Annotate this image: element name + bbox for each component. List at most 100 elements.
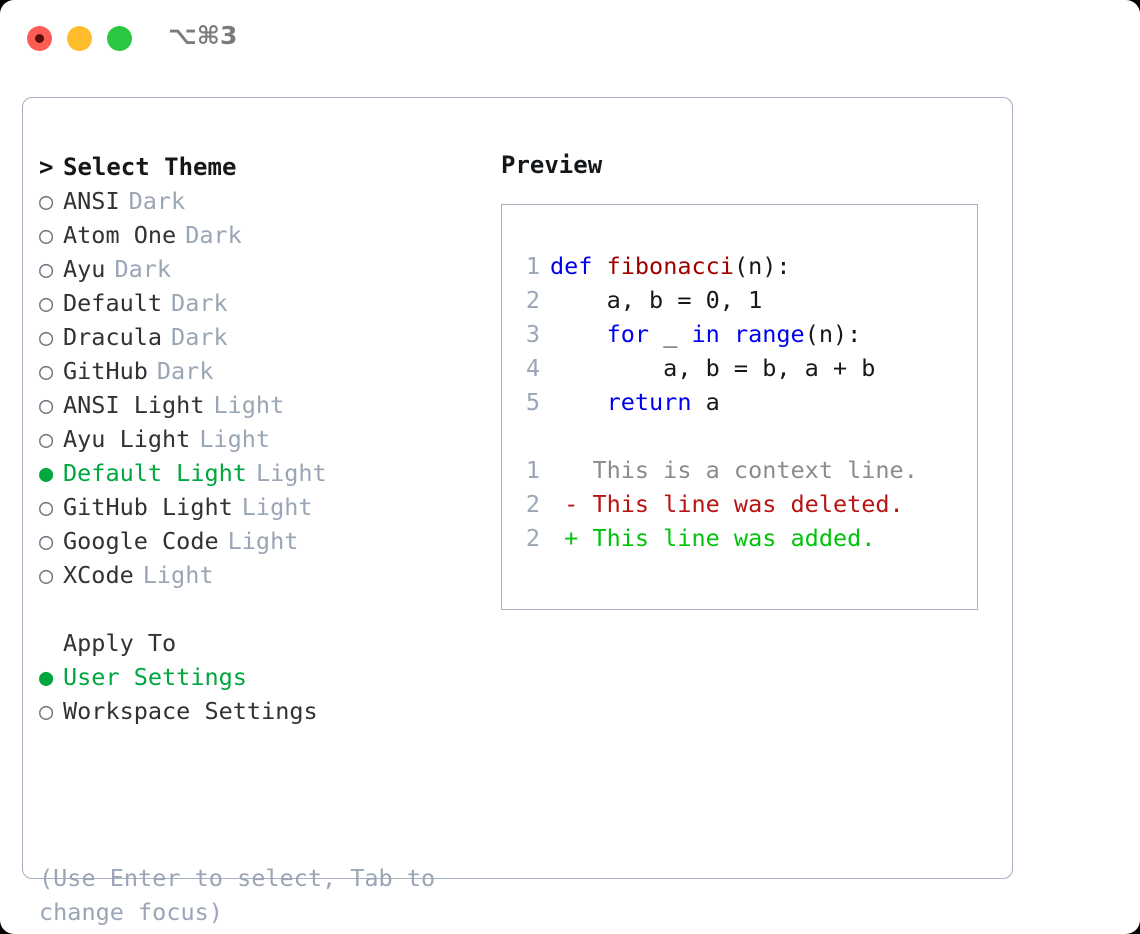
code-token: return: [606, 388, 692, 416]
radio-unselected-icon: ○: [39, 561, 54, 589]
apply-to-option-user-settings[interactable]: ● User Settings: [39, 660, 489, 694]
radio-unselected-icon: ○: [39, 289, 54, 317]
code-token: [720, 320, 734, 348]
theme-category-badge: Light: [241, 493, 313, 521]
theme-option-label: ANSI Light: [63, 391, 205, 419]
code-token: a, b = b, a + b: [550, 354, 876, 382]
minimize-button-icon[interactable]: [67, 26, 92, 51]
code-token: + This line was added.: [550, 524, 876, 552]
code-token: in: [691, 320, 720, 348]
line-number: 1: [525, 252, 540, 280]
apply-to-header-label: Apply To: [63, 629, 177, 657]
radio-unselected-icon: ○: [39, 357, 54, 385]
theme-option-label: Default Light: [63, 459, 247, 487]
preview-title: Preview: [501, 151, 603, 179]
radio-selected-icon: ●: [39, 663, 54, 691]
apply-to-option-label: User Settings: [63, 663, 247, 691]
code-token: _: [649, 320, 692, 348]
code-line: 4 a, b = b, a + b: [514, 351, 918, 385]
line-number: 5: [525, 388, 540, 416]
theme-option-label: Atom One: [63, 221, 177, 249]
theme-category-badge: Light: [227, 527, 299, 555]
radio-unselected-icon: ○: [39, 527, 54, 555]
diff-line: 1 This is a context line.: [514, 453, 918, 487]
code-token: for: [606, 320, 650, 348]
apply-to-header: ○Apply To: [39, 626, 489, 660]
select-theme-header: > Select Theme: [39, 150, 489, 184]
apply-to-option-workspace-settings[interactable]: ○ Workspace Settings: [39, 694, 489, 728]
keyboard-shortcut-label: ⌥⌘3: [168, 21, 238, 50]
code-token: (n):: [733, 252, 791, 280]
apply-to-header-spacer: ○: [39, 626, 63, 660]
theme-option-label: ANSI: [63, 187, 120, 215]
code-line: 5 return a: [514, 385, 918, 419]
theme-option-label: XCode: [63, 561, 134, 589]
theme-category-badge: Dark: [171, 289, 228, 317]
theme-option-label: GitHub: [63, 357, 148, 385]
theme-option-label: Ayu Light: [63, 425, 191, 453]
code-token: [550, 388, 607, 416]
title-bar: ⌥⌘3: [0, 0, 1140, 78]
theme-category-badge: Light: [199, 425, 271, 453]
code-token: a: [691, 388, 720, 416]
theme-category-badge: Dark: [171, 323, 228, 351]
code-token: def: [550, 252, 593, 280]
line-number: 4: [525, 354, 540, 382]
line-number: 3: [525, 320, 540, 348]
theme-option-github[interactable]: ○ GitHub Dark: [39, 354, 489, 388]
radio-unselected-icon: ○: [39, 187, 54, 215]
theme-option-ansi[interactable]: ○ ANSI Dark: [39, 184, 489, 218]
select-theme-header-label: Select Theme: [63, 153, 237, 181]
apply-to-options-list: ● User Settings ○ Workspace Settings: [39, 660, 489, 728]
theme-category-badge: Dark: [156, 357, 214, 385]
recording-indicator-icon: [35, 34, 44, 43]
code-token: (n):: [804, 320, 862, 348]
apply-to-option-label: Workspace Settings: [63, 697, 318, 725]
radio-unselected-icon: ○: [39, 255, 54, 283]
code-token: This is a context line.: [550, 456, 918, 484]
theme-option-default-light[interactable]: ● Default Light Light: [39, 456, 489, 490]
code-token: range: [733, 320, 805, 348]
radio-unselected-icon: ○: [39, 221, 54, 249]
code-line: 1 def fibonacci(n):: [514, 249, 918, 283]
theme-category-badge: Light: [255, 459, 327, 487]
diff-line: 2 - This line was deleted.: [514, 487, 918, 521]
radio-unselected-icon: ○: [39, 697, 54, 725]
theme-option-google-code[interactable]: ○ Google Code Light: [39, 524, 489, 558]
code-token: fibonacci: [606, 252, 734, 280]
theme-option-xcode[interactable]: ○ XCode Light: [39, 558, 489, 592]
line-number: 2: [525, 524, 540, 552]
keyboard-hint-text: (Use Enter to select, Tab to change focu…: [39, 864, 436, 926]
theme-option-label: Ayu: [63, 255, 106, 283]
radio-unselected-icon: ○: [39, 493, 54, 521]
code-token: - This line was deleted.: [550, 490, 904, 518]
preview-spacer: [514, 419, 918, 453]
theme-option-label: GitHub Light: [63, 493, 233, 521]
line-number: 2: [525, 286, 540, 314]
radio-unselected-icon: ○: [39, 391, 54, 419]
theme-option-dracula[interactable]: ○ Dracula Dark: [39, 320, 489, 354]
radio-selected-icon: ●: [39, 459, 54, 487]
theme-category-badge: Light: [142, 561, 214, 589]
theme-option-label: Google Code: [63, 527, 219, 555]
diff-line: 2 + This line was added.: [514, 521, 918, 555]
code-line: 3 for _ in range(n):: [514, 317, 918, 351]
code-token: [550, 320, 607, 348]
theme-option-label: Dracula: [63, 323, 163, 351]
theme-category-badge: Dark: [128, 187, 186, 215]
zoom-button-icon[interactable]: [107, 26, 132, 51]
theme-option-github-light[interactable]: ○ GitHub Light Light: [39, 490, 489, 524]
radio-unselected-icon: ○: [39, 323, 54, 351]
header-caret-icon: >: [39, 153, 54, 181]
